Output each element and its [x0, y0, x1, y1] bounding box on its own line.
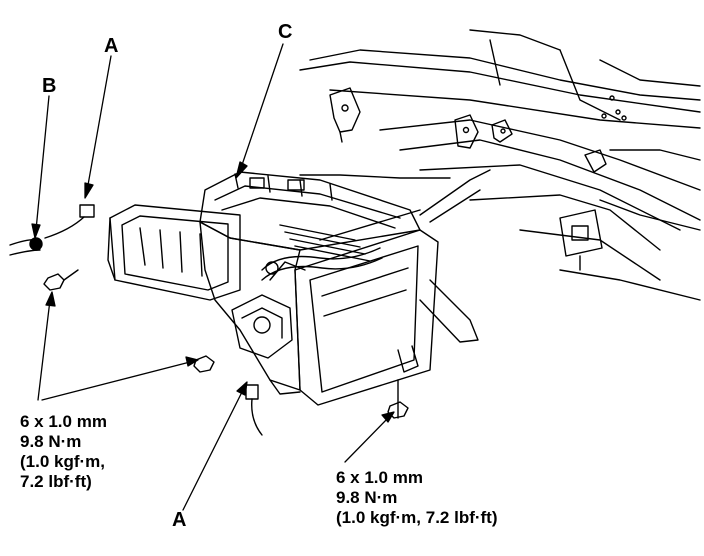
spec-right-line1: 6 x 1.0 mm [336, 468, 423, 487]
spec-left-line2: 9.8 N·m [20, 432, 82, 451]
callout-c: C [278, 21, 293, 43]
torque-spec-left: 6 x 1.0 mm 9.8 N·m (1.0 kgf·m, 7.2 lbf·f… [20, 412, 107, 492]
vehicle-body-structure [299, 29, 701, 301]
spec-right-line2: 9.8 N·m [336, 488, 398, 507]
harness-and-connectors [9, 204, 409, 436]
heater-unit [107, 169, 491, 406]
spec-right-line3: (1.0 kgf·m, 7.2 lbf·ft) [336, 508, 498, 527]
callout-b: B [42, 75, 57, 97]
leader-lines [31, 43, 395, 511]
spec-left-line4: 7.2 lbf·ft) [20, 472, 92, 491]
callout-a-bottom: A [172, 509, 187, 531]
callout-a-top: A [104, 35, 119, 57]
spec-left-line1: 6 x 1.0 mm [20, 412, 107, 431]
torque-spec-right: 6 x 1.0 mm 9.8 N·m (1.0 kgf·m, 7.2 lbf·f… [336, 468, 498, 528]
spec-left-line3: (1.0 kgf·m, [20, 452, 106, 471]
